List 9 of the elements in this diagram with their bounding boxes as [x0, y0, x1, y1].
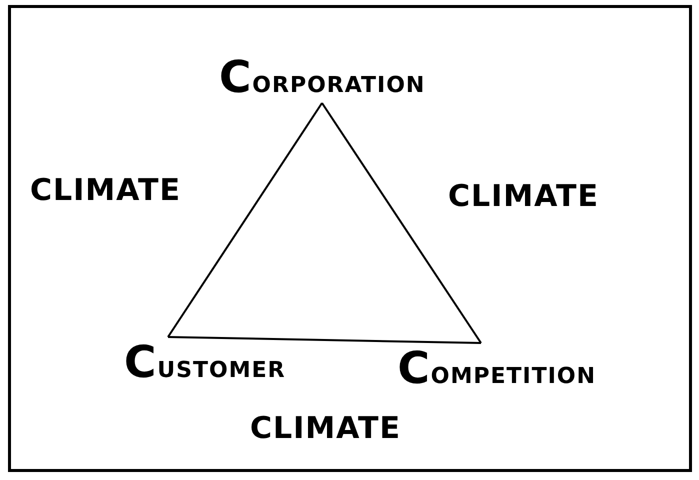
triangle-side	[321, 102, 482, 344]
triangle-side	[168, 336, 482, 344]
climate-label: CLIMATE	[30, 176, 181, 206]
vertex-label: CORPORATION	[219, 56, 426, 100]
vertex-label: CUSTOMER	[124, 341, 286, 385]
vertex-label: COMPETITION	[398, 347, 596, 391]
climate-label: CLIMATE	[250, 414, 401, 444]
climate-label: CLIMATE	[448, 182, 599, 212]
triangle-side	[167, 102, 323, 338]
